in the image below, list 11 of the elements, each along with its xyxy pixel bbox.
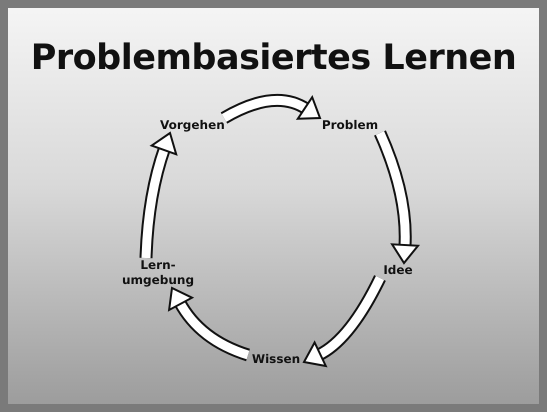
node-label: Wissen xyxy=(248,352,304,367)
node-label: Vorgehen xyxy=(160,118,224,133)
block-arrow xyxy=(168,286,250,362)
node-label: Idee xyxy=(378,263,418,278)
title: Problembasiertes Lernen xyxy=(30,38,518,78)
block-arrow xyxy=(140,131,178,258)
node-label: Lern- umgebung xyxy=(122,258,194,288)
block-arrow xyxy=(302,275,386,368)
block-arrow xyxy=(220,94,322,124)
block-arrow xyxy=(374,130,420,265)
node-label: Problem xyxy=(320,118,380,133)
